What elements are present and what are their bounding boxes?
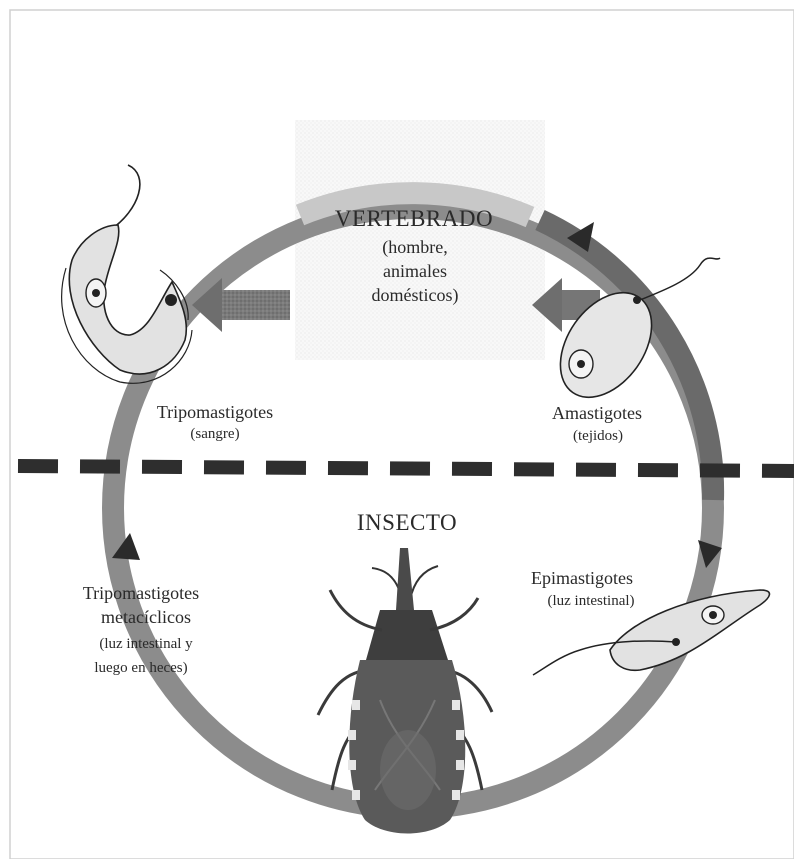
stage-metacyclic-name-line1: Tripomastigotes bbox=[46, 583, 236, 604]
stage-metacyclic-site-line1: (luz intestinal y bbox=[66, 636, 226, 653]
stage-epimastigote-name: Epimastigotes bbox=[512, 568, 652, 589]
host-separator-line bbox=[18, 466, 794, 471]
host-vertebrate-line2: animales bbox=[330, 261, 500, 282]
host-vertebrate-line1: (hombre, bbox=[330, 237, 500, 258]
stage-amastigote-name: Amastigotes bbox=[532, 403, 662, 424]
stage-metacyclic-name-line2: metacíclicos bbox=[56, 607, 236, 628]
stage-metacyclic-site-line2: luego en heces) bbox=[66, 660, 216, 677]
host-vertebrate-title: VERTEBRADO bbox=[316, 206, 512, 232]
stage-trypomastigote-name: Tripomastigotes bbox=[130, 402, 300, 423]
stage-epimastigote-site: (luz intestinal) bbox=[526, 593, 656, 610]
stage-amastigote-site: (tejidos) bbox=[548, 428, 648, 445]
host-vertebrate-line3: domésticos) bbox=[330, 285, 500, 306]
stage-trypomastigote-site: (sangre) bbox=[160, 426, 270, 443]
trypomastigote-illustration bbox=[62, 165, 192, 383]
host-insect-title: INSECTO bbox=[342, 510, 472, 536]
